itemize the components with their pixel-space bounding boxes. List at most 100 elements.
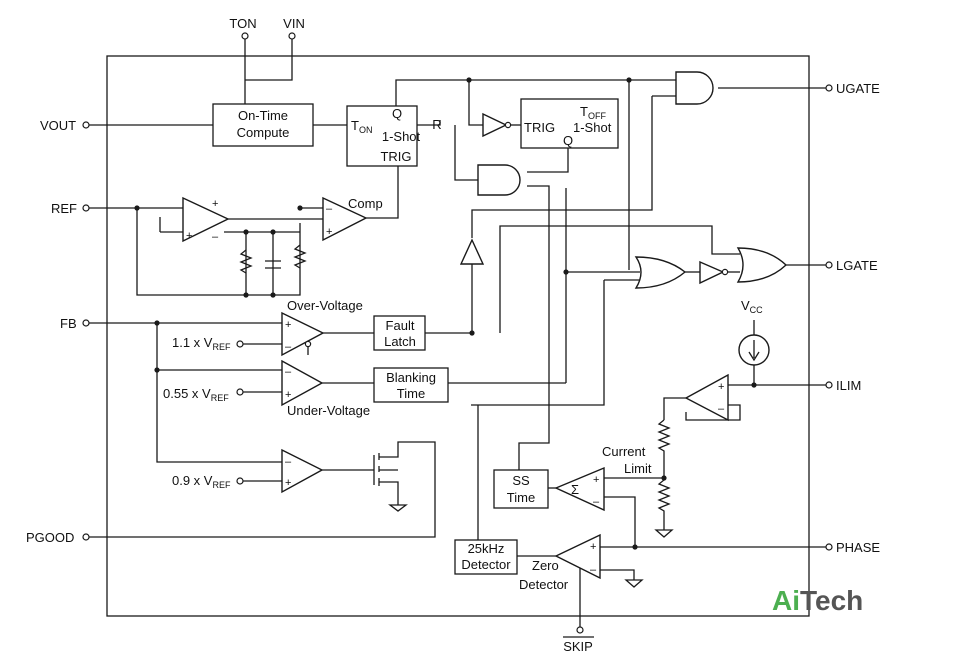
ss-label-2: Time [507,490,535,505]
on-time-label-1: On-Time [238,108,288,123]
and-gate-mid [477,164,521,196]
fb-pin [82,319,90,327]
comparator-comp: – + [322,196,368,242]
ugate-pin [825,84,833,92]
blanking-label-2: Time [397,386,425,401]
fb-pin-label: FB [60,316,77,331]
plus-sign: + [285,319,291,331]
detector-label: Detector [519,577,569,592]
sigma-comparator: + – Σ [554,466,605,512]
minus-sign: – [590,564,597,576]
ilim-pin-label: ILIM [836,378,861,393]
minus-sign: – [285,341,292,353]
ton-one-shot-block [346,105,418,167]
toff-one-shot-t: TOFF [580,104,606,121]
current-source [738,334,770,366]
ton-one-shot-trig: TRIG [380,149,411,164]
vout-pin [82,121,90,129]
detector-label-1: 25kHz [468,541,505,556]
lgate-pin [825,261,833,269]
plus-sign: + [593,474,599,486]
fault-latch-block [373,315,426,351]
ss-label-1: SS [512,473,530,488]
over-voltage-label: Over-Voltage [287,298,363,313]
inverter-lgate [699,260,729,285]
and-gate-ugate [675,71,714,105]
plus-sign: + [186,230,192,242]
zero-label: Zero [532,558,559,573]
comparator-pgood: – + [281,448,324,494]
ov-ref-label: 1.1 x VREF [172,335,231,352]
right-wires [477,264,826,628]
ugate-pin-label: UGATE [836,81,880,96]
comparator-under-voltage: – + [281,359,324,407]
on-time-compute-block [212,103,314,147]
watermark: AiTech [772,585,863,616]
under-voltage-label: Under-Voltage [287,403,370,418]
ic-outline [106,55,810,617]
inverter-top [482,112,512,138]
ton-one-shot-r: R [432,117,441,132]
sigma-symbol: Σ [571,482,579,497]
minus-sign: – [718,403,725,415]
pg-ref-label: 0.9 x VREF [172,473,231,490]
fault-latch-label-2: Latch [384,334,416,349]
on-time-label-2: Compute [237,125,290,140]
current-limit-label-2: Limit [624,461,652,476]
skip-pin [576,626,584,634]
opamp-current-limit: + – [684,373,729,422]
plus-sign: + [718,381,724,393]
skip-pin-label: SKIP [563,639,593,654]
detector-25khz-block [454,539,518,575]
ilim-pin [825,381,833,389]
ton-pin [241,32,249,40]
mosfet [89,441,436,538]
ref-pin [82,204,90,212]
vcc-label: VCC [741,298,763,315]
vout-pin-label: VOUT [40,118,76,133]
plus-sign: + [326,226,332,238]
blanking-label-1: Blanking [386,370,436,385]
zero-detector-comparator: + – [554,533,601,580]
current-limit-label-1: Current [602,444,646,459]
plus-sign: + [590,541,596,553]
junction-dots [134,77,757,550]
phase-pin [825,543,833,551]
plus-sign: + [285,389,291,401]
toff-one-shot-q: Q [563,133,573,148]
vin-pin [288,32,296,40]
buffer-up [459,238,485,265]
ton-one-shot-q: Q [392,106,402,121]
plus-sign: + [285,477,291,489]
pg-ref-node [236,477,244,485]
ton-pin-label: TON [229,16,256,31]
lgate-pin-label: LGATE [836,258,878,273]
blanking-time-block [373,367,449,403]
ss-time-block [493,469,549,509]
toff-one-shot-name: 1-Shot [573,120,612,135]
minus-sign: – [285,456,292,468]
toff-one-shot-trig: TRIG [524,120,555,135]
ton-one-shot-t: TON [351,118,372,135]
vin-pin-label: VIN [283,16,305,31]
plus-sign: + [212,198,218,210]
top-wires [89,38,826,470]
opamp-ref-buffer: + – + [182,196,230,243]
fb-wires [89,188,740,482]
ton-one-shot-name: 1-Shot [382,129,421,144]
minus-sign: – [593,496,600,508]
minus-sign: – [285,366,292,378]
pgood-pin-label: PGOOD [26,530,74,545]
passives [239,244,307,274]
fault-latch-label-1: Fault [386,318,415,333]
comparator-over-voltage: + – [281,311,325,357]
uv-ref-node [236,388,244,396]
uv-ref-label: 0.55 x VREF [163,386,229,403]
comp-label: Comp [348,196,383,211]
pgood-pin [82,533,90,541]
ov-ref-node [236,340,244,348]
minus-sign: – [326,203,333,215]
toff-one-shot-block [520,98,619,149]
